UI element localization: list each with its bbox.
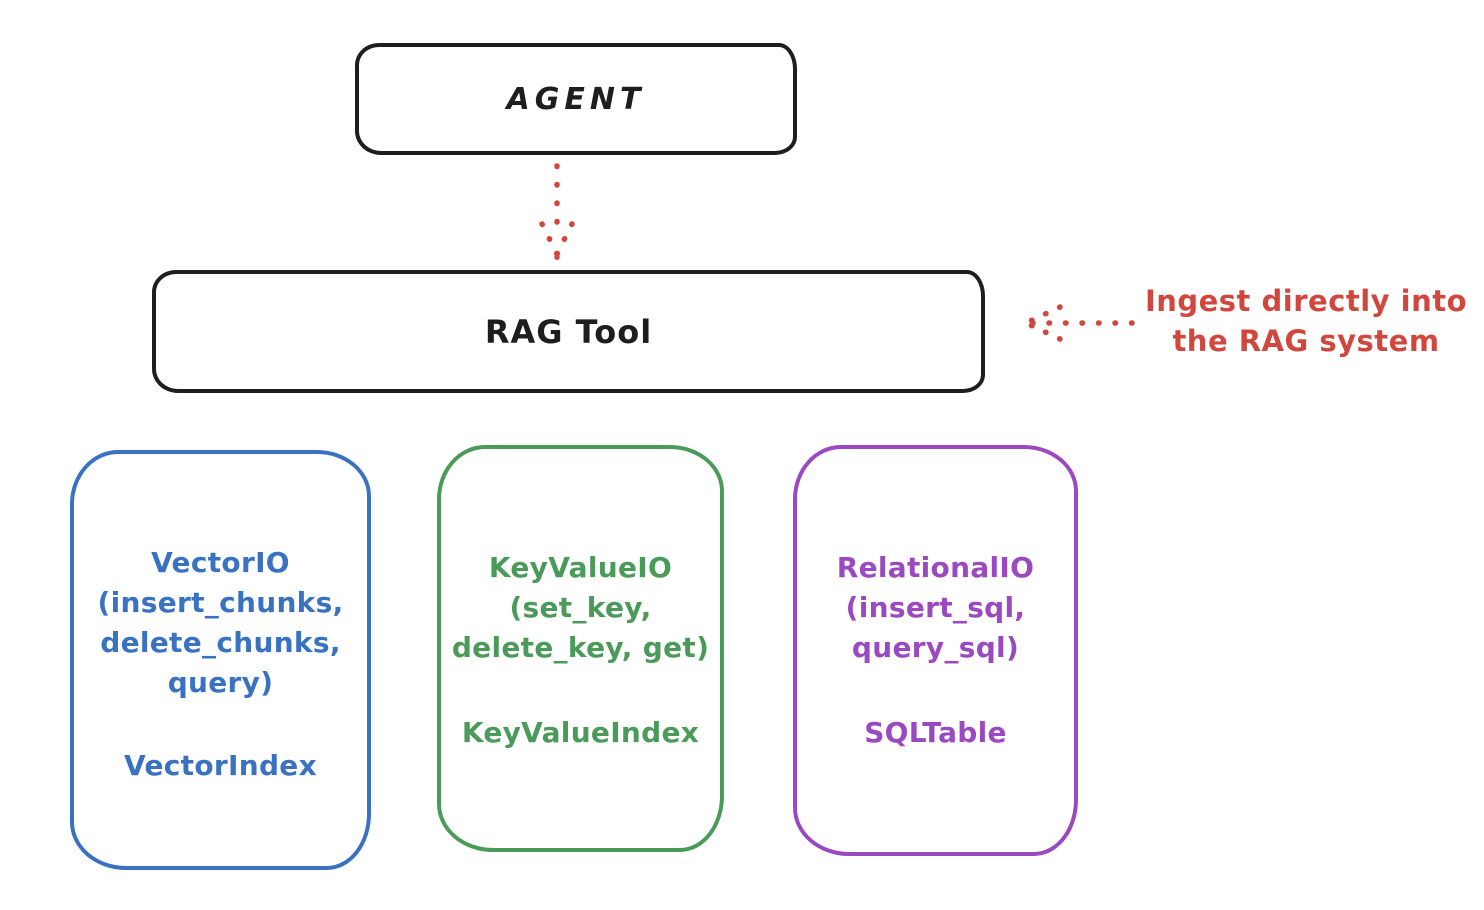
keyvalue-index-label: KeyValueIndex (461, 716, 700, 749)
annotation-ingest-line1: Ingest directly into (1144, 284, 1468, 318)
relational-io-body: RelationalIO (insert_sql, query_sql) SQL… (797, 548, 1074, 753)
node-keyvalue-io[interactable]: KeyValueIO (set_key, delete_key, get) Ke… (437, 445, 724, 852)
vector-io-param-line: (insert_chunks, (97, 586, 344, 619)
arrow-ingest-icon (1023, 304, 1135, 342)
keyvalue-io-param-line: delete_key, get) (451, 631, 710, 664)
vector-index-label: VectorIndex (124, 749, 317, 782)
relational-io-param-line: query_sql) (851, 631, 1020, 664)
vector-io-param-line: query) (167, 666, 274, 699)
annotation-ingest: Ingest directly into the RAG system (1128, 281, 1484, 361)
relational-io-title: RelationalIO (836, 551, 1035, 584)
keyvalue-io-body: KeyValueIO (set_key, delete_key, get) Ke… (441, 548, 720, 753)
annotation-ingest-line2: the RAG system (1172, 324, 1440, 358)
node-agent-label: AGENT (506, 81, 646, 117)
node-rag-tool-label: RAG Tool (484, 312, 653, 351)
vector-io-param-line: delete_chunks, (100, 626, 341, 659)
node-rag-tool[interactable]: RAG Tool (152, 270, 985, 393)
node-vector-io[interactable]: VectorIO (insert_chunks, delete_chunks, … (70, 450, 371, 870)
node-agent[interactable]: AGENT (355, 43, 797, 155)
vector-io-title: VectorIO (151, 546, 290, 579)
keyvalue-io-param-line: (set_key, (509, 591, 652, 624)
arrow-agent-to-rag-icon (539, 163, 575, 260)
sql-table-label: SQLTable (864, 716, 1007, 749)
vector-io-body: VectorIO (insert_chunks, delete_chunks, … (74, 543, 367, 786)
node-relational-io[interactable]: RelationalIO (insert_sql, query_sql) SQL… (793, 445, 1078, 856)
relational-io-param-line: (insert_sql, (845, 591, 1026, 624)
keyvalue-io-title: KeyValueIO (488, 551, 673, 584)
